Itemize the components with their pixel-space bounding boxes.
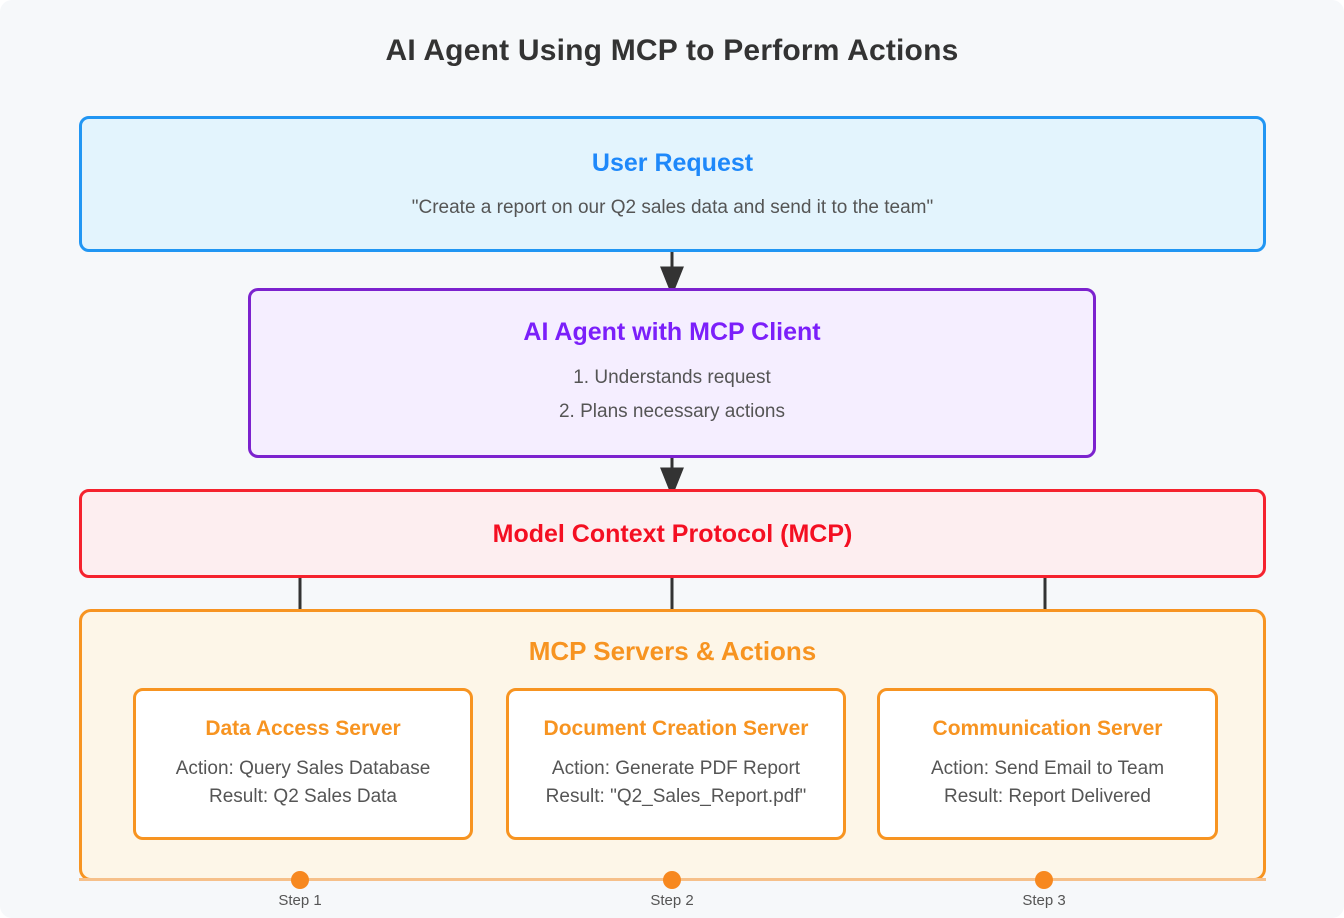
- step-label: Step 1: [278, 892, 322, 909]
- step-dot-icon: [1035, 871, 1053, 889]
- node-mcp-protocol[interactable]: Model Context Protocol (MCP): [79, 489, 1266, 578]
- user-request-title: User Request: [591, 148, 754, 177]
- ai-agent-title: AI Agent with MCP Client: [523, 318, 821, 347]
- user-request-text: "Create a report on our Q2 sales data an…: [411, 196, 934, 218]
- step-label: Step 3: [1022, 892, 1066, 909]
- server-card-action: Action: Query Sales Database: [175, 758, 431, 780]
- server-card-title: Document Creation Server: [543, 717, 809, 741]
- step-dot-icon: [291, 871, 309, 889]
- server-card-action: Action: Generate PDF Report: [551, 758, 801, 780]
- server-card-action: Action: Send Email to Team: [930, 758, 1165, 780]
- ai-agent-step-2: 2. Plans necessary actions: [558, 401, 785, 422]
- server-card-result: Result: Report Delivered: [944, 786, 1151, 807]
- ai-agent-step-1: 1. Understands request: [573, 367, 771, 389]
- server-card-title: Communication Server: [932, 717, 1163, 741]
- mcp-protocol-title: Model Context Protocol (MCP): [492, 519, 853, 548]
- server-card-title: Data Access Server: [205, 717, 401, 741]
- node-user-request[interactable]: User Request "Create a report on our Q2 …: [79, 116, 1266, 252]
- mcp-servers-heading: MCP Servers & Actions: [528, 636, 817, 666]
- node-mcp-servers-container: MCP Servers & Actions Data Access Server…: [79, 609, 1266, 881]
- step-label: Step 2: [650, 892, 694, 909]
- server-card-document-creation[interactable]: Document Creation Server Action: Generat…: [506, 688, 846, 840]
- server-card-result: Result: Q2 Sales Data: [209, 786, 397, 807]
- server-card-communication[interactable]: Communication Server Action: Send Email …: [877, 688, 1218, 840]
- server-card-data-access[interactable]: Data Access Server Action: Query Sales D…: [133, 688, 473, 840]
- page-title: AI Agent Using MCP to Perform Actions: [385, 34, 959, 67]
- step-dot-icon: [663, 871, 681, 889]
- node-ai-agent[interactable]: AI Agent with MCP Client 1. Understands …: [248, 288, 1096, 458]
- server-card-result: Result: "Q2_Sales_Report.pdf": [545, 786, 807, 807]
